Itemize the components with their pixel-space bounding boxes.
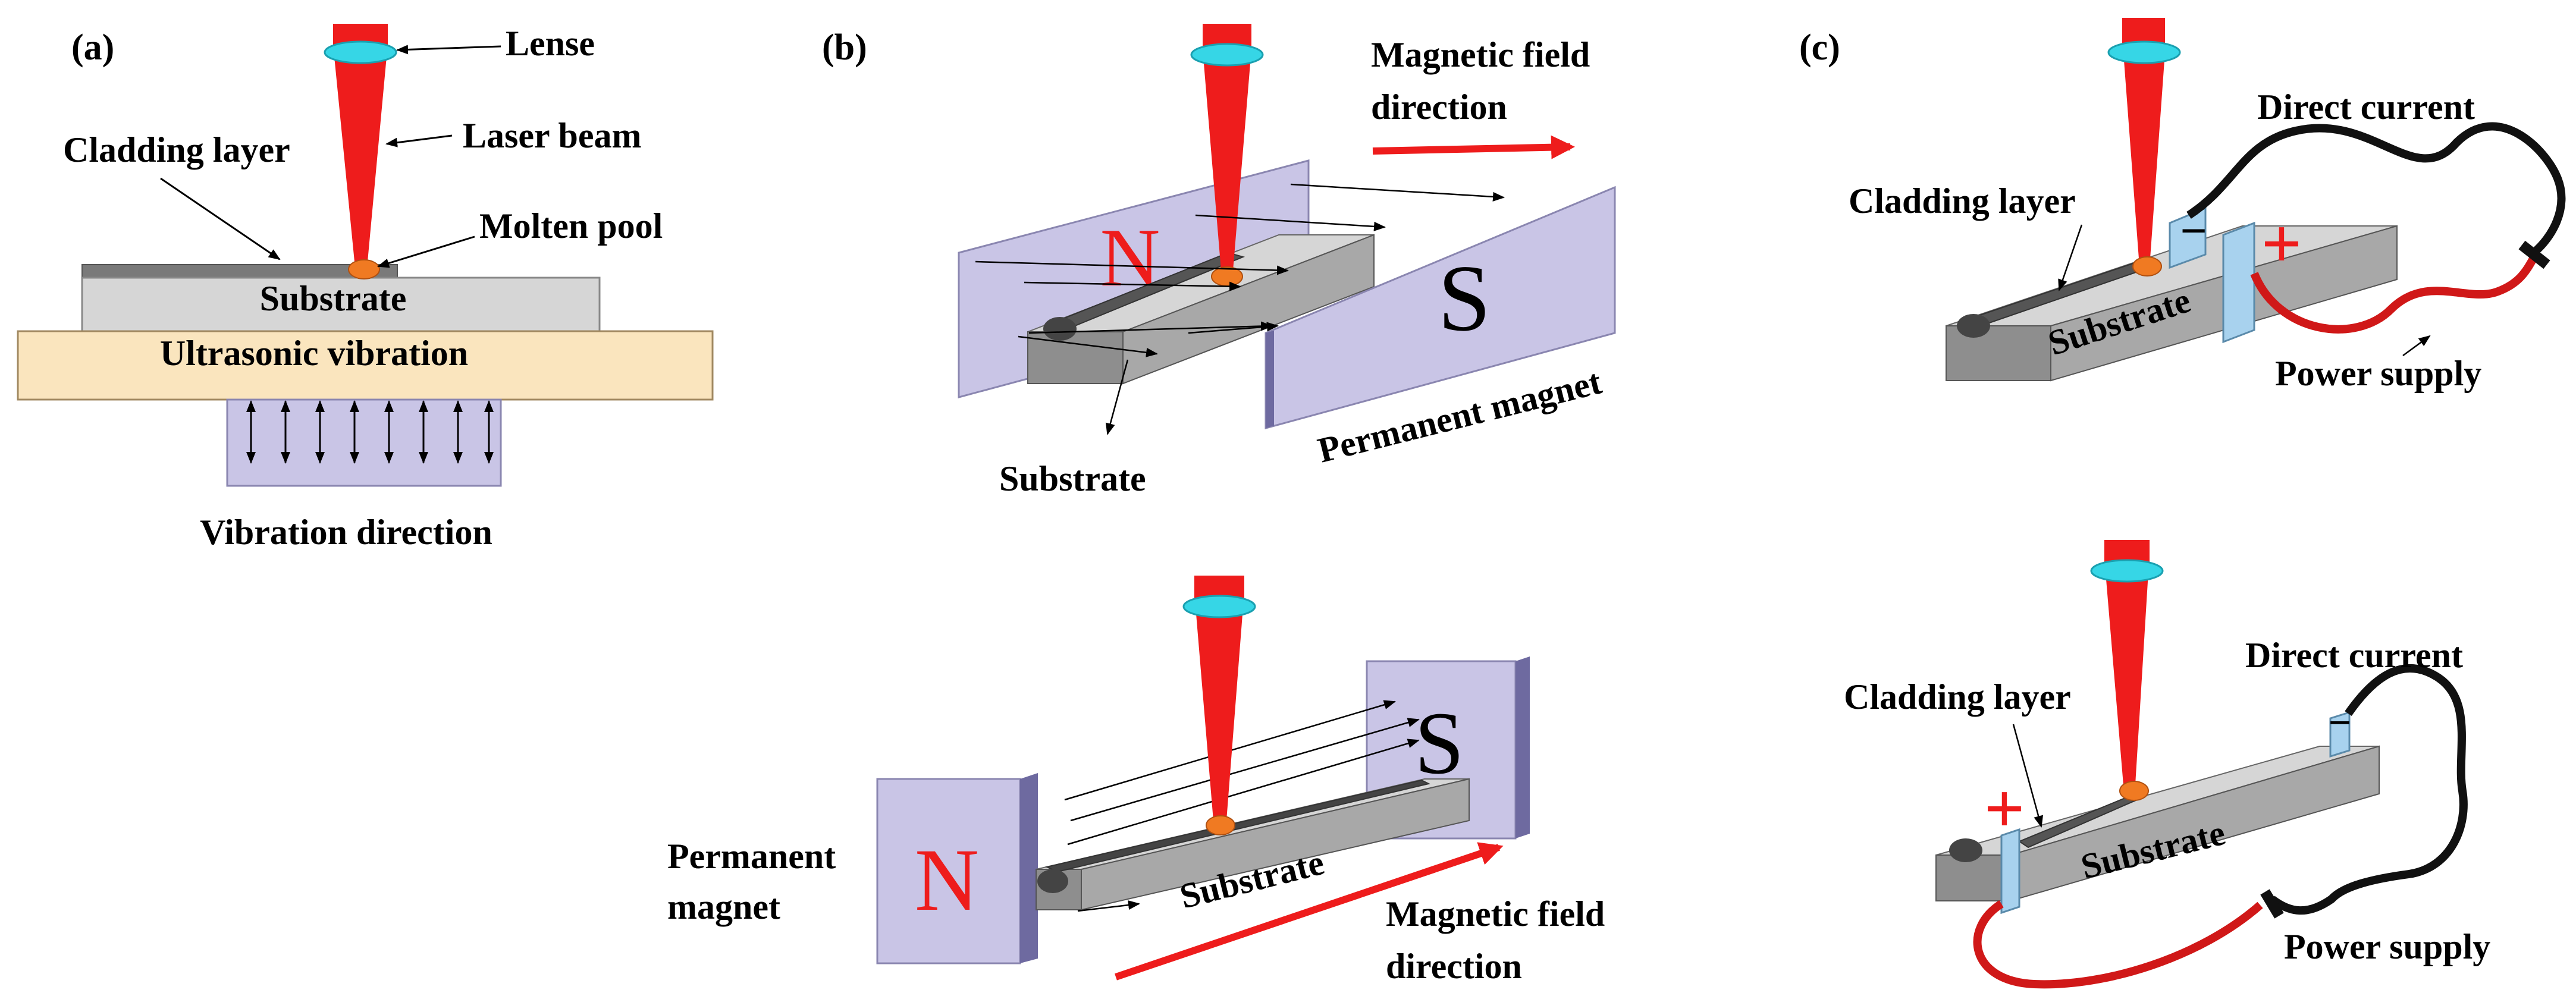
molten-pool-icon [2119,781,2149,801]
pole-s-label-bottom: S [1414,694,1464,793]
substrate-label: Substrate [999,459,1146,498]
electrode-positive [2222,221,2255,344]
laser-beam [1196,607,1243,821]
laser-beam [334,56,387,262]
cladding-end [1037,869,1068,893]
electrode-positive [2000,828,2020,915]
laser-beam-label: Laser beam [463,116,642,155]
vibration-source [226,398,502,487]
lens-icon [324,40,397,64]
lens-icon [2090,559,2164,583]
field-direction-label-line1: Magnetic field [1371,35,1590,74]
direct-current-label: Direct current [2257,87,2475,127]
lens-icon [1190,43,1264,67]
cladding-layer-label: Cladding layer [63,130,290,169]
field-lines-top [975,183,1505,357]
panel-c: (c) − + Direct current Cladding layer Su… [1799,18,2566,989]
vibration-arrows [246,400,494,464]
substrate-label: Substrate [260,279,407,318]
ultrasonic-label: Ultrasonic vibration [160,334,468,373]
field-direction-label-line2: direction [1371,87,1507,127]
field-direction-label-bottom-line1: Magnetic field [1386,894,1605,934]
plus-label: + [2261,204,2302,283]
magnet-block-s-side [1516,656,1530,838]
laser-beam [2123,52,2165,259]
direct-current-label-bottom: Direct current [2245,636,2463,675]
panel-a-tag: (a) [71,27,114,68]
power-supply-label-bottom: Power supply [2284,927,2490,966]
cladding-end [1949,838,1982,862]
lense-label: Lense [506,24,595,63]
magnet-block-n-side [1020,773,1038,963]
molten-pool-icon [1206,815,1235,835]
cladding-end [1957,314,1990,338]
molten-pool-icon [2132,256,2162,277]
panel-b-tag: (b) [822,27,867,68]
permanent-magnet-label-line1: Permanent [667,837,836,876]
wire-black [2186,122,2566,256]
minus-label-bottom: − [2329,700,2352,745]
power-terminal [2260,889,2284,919]
molten-pool-label: Molten pool [479,206,663,246]
power-terminal [2518,240,2550,269]
panel-b: (b) N S Magnetic field directio [667,24,1616,986]
substrate-bar-front [1935,854,2011,901]
molten-pool-icon [348,259,380,279]
permanent-magnet-label-line2: magnet [667,887,780,926]
wire-red [1973,900,2263,989]
laser-beam [2106,572,2148,785]
field-direction-arrow [1372,135,1575,159]
panel-c-tag: (c) [1799,27,1840,68]
plus-label-bottom: + [1984,769,2025,848]
cladding-layer-label: Cladding layer [1849,181,2076,221]
cladding-end [1043,317,1077,341]
wire-red [2250,253,2539,334]
panel-a: (a) Lense Laser beam Cladding layer [17,24,714,552]
pole-n-label-bottom: N [915,831,979,929]
substrate-bar-side [1122,234,1375,385]
substrate-bar-side [1081,778,1470,911]
pole-s-label: S [1438,245,1491,351]
lens-icon [1182,595,1256,618]
magnet-plate-s-edge [1266,331,1274,428]
cladding-layer-label-bottom: Cladding layer [1844,677,2071,717]
ultrasonic-plate [17,330,714,401]
laser-beam [1203,56,1251,271]
vibration-direction-label: Vibration direction [200,513,492,552]
wire-black [2269,664,2468,915]
power-supply-label: Power supply [2275,354,2481,393]
field-direction-arrow-bottom [1115,842,1504,981]
lens-icon [2107,40,2181,64]
field-direction-label-bottom-line2: direction [1386,947,1522,986]
electrode-negative [2329,711,2351,758]
